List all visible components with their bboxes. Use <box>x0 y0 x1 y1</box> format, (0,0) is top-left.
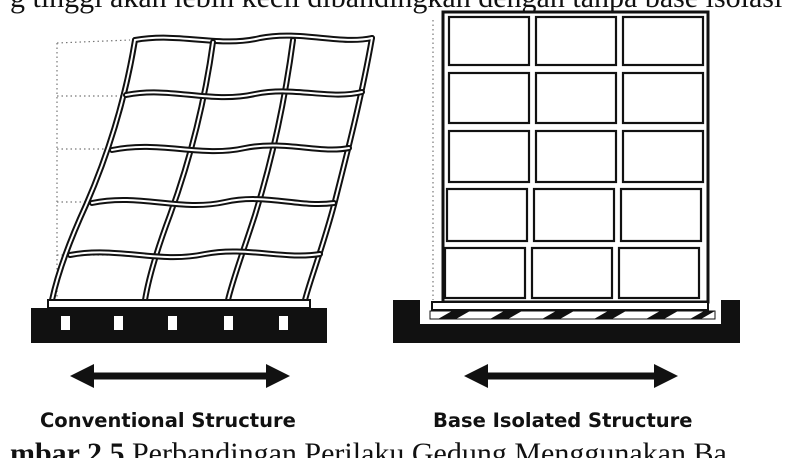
isolated-base-slab <box>431 301 709 311</box>
base-isolated-structure-label: Base Isolated Structure <box>433 409 693 432</box>
isolated-foundation-moat <box>393 300 740 343</box>
document-text-top: g tinggi akan lebih kecil dibandingkan d… <box>10 0 782 13</box>
conventional-structure-label: Conventional Structure <box>40 409 296 432</box>
original-position-outline <box>56 39 131 300</box>
figure-caption-label: mbar 2.5 <box>10 437 125 458</box>
ground-motion-arrow-right <box>464 364 678 388</box>
figure-caption-text: Perbandingan Perilaku Gedung Menggunakan… <box>124 437 727 458</box>
isolation-bearing-layer <box>429 310 716 320</box>
figure-caption: mbar 2.5 Perbandingan Perilaku Gedung Me… <box>10 439 727 458</box>
conventional-structure: Conventional Structure <box>31 32 375 432</box>
conventional-foundation <box>31 299 327 343</box>
ground-motion-arrow-left <box>70 364 290 388</box>
base-isolated-structure: Base Isolated Structure <box>393 10 740 432</box>
isolated-building-rooms <box>443 15 705 300</box>
deformed-building <box>49 32 375 303</box>
